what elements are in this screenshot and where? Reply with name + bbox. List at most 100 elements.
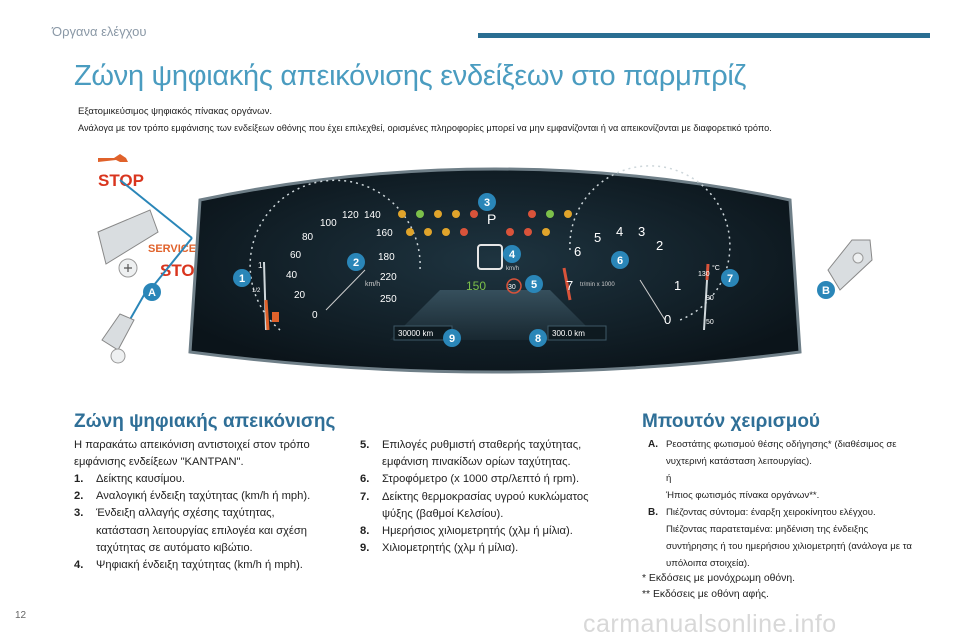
callout-marker [233, 269, 251, 287]
digital-speed-value: 150 [466, 279, 486, 293]
text-b2: Πιέζοντας παρατεταμένα: μηδένιση της ένδ… [666, 524, 912, 569]
page-title: Ζώνη ψηφιακής απεικόνισης ενδείξεων στο … [74, 60, 747, 92]
list-item: 5.Επιλογές ρυθμιστή σταθερής ταχύτητας, … [360, 439, 582, 469]
left-list: 1.Δείκτης καυσίμου. 2.Αναλογική ένδειξη … [74, 471, 330, 574]
list-item: 3.Ένδειξη αλλαγής σχέσης ταχύτητας, κατά… [74, 507, 308, 554]
speed-tick-label: 180 [378, 252, 395, 263]
odometer-total: 30000 km [398, 329, 433, 338]
middle-list: 5.Επιλογές ρυθμιστή σταθερής ταχύτητας, … [360, 437, 615, 557]
callout-label: 2 [353, 257, 359, 269]
text-b1: Πιέζοντας σύντομα: έναρξη χειροκίνητου ε… [666, 507, 876, 518]
callout-label: B [822, 285, 830, 297]
left-lead: Η παρακάτω απεικόνιση αντιστοιχεί στον τ… [74, 439, 310, 468]
text-a: Ρεοστάτης φωτισμού θέσης οδήγησης* (διαθ… [666, 439, 897, 467]
wrench-icon [98, 154, 128, 162]
speed-limit-value: 30 [508, 284, 516, 291]
intro-line-2: Ανάλογα με τον τρόπο εμφάνισης των ενδεί… [78, 123, 772, 133]
callout-marker [143, 283, 161, 301]
rpm-tick-label: 3 [638, 224, 645, 239]
temp-tick-label: 50 [706, 319, 714, 326]
odometer-trip: 300.0 km [552, 329, 585, 338]
speed-tick-label: 20 [294, 290, 306, 301]
header-section: Όργανα ελέγχου [52, 24, 147, 39]
text-a2: Ήπιος φωτισμός πίνακα οργάνων**. [666, 490, 820, 501]
callout-label: 4 [509, 249, 516, 261]
callout-label: 1 [239, 273, 245, 285]
rpm-tick-label: 6 [574, 244, 581, 259]
buttons-list: A. Ρεοστάτης φωτισμού θέσης οδήγησης* (δι… [648, 436, 918, 572]
rpm-unit-label: tr/min x 1000 [580, 282, 615, 288]
footnote-1: * Εκδόσεις με μονόχρωμη οθόνη. [642, 573, 796, 584]
callout-label: 3 [484, 197, 490, 209]
list-item: 1.Δείκτης καυσίμου. [74, 473, 186, 485]
page-number: 12 [15, 610, 27, 621]
temp-unit: °C [712, 264, 720, 272]
list-item: 6.Στροφόμετρο (x 1000 στρ/λεπτό ή rpm). [360, 473, 580, 486]
fuel-pump-icon [272, 312, 279, 322]
list-item: 4.Ψηφιακή ένδειξη ταχύτητας (km/h ή mph)… [74, 559, 303, 572]
text-or: ή [666, 473, 672, 484]
speed-tick-label: 100 [320, 218, 337, 229]
rpm-tick-label: 1 [674, 278, 681, 293]
stalk-bottom-left [101, 313, 135, 364]
speed-tick-label: 40 [286, 270, 298, 281]
callout-label: 8 [535, 333, 541, 345]
speed-tick-label: 0 [312, 310, 318, 321]
callout-marker [525, 275, 543, 293]
callout-marker [347, 253, 365, 271]
rpm-tick-label: 7 [566, 278, 573, 293]
callout-marker [817, 281, 835, 299]
callout-label: 5 [531, 279, 537, 291]
temp-tick-label: 130 [698, 271, 710, 278]
list-item: 9.Χιλιομετρητής (χλμ ή μίλια). [360, 542, 519, 555]
gear-indicator: P [487, 211, 496, 227]
header-bar [478, 33, 930, 38]
speed-tick-label: 160 [376, 228, 393, 239]
stalk-left [97, 209, 159, 278]
list-item: 8.Ημερήσιος χιλιομετρητής (χλμ ή μίλια). [360, 525, 573, 538]
label-a: A. [648, 439, 658, 450]
speed-tick-label: 140 [364, 210, 381, 221]
rpm-tick-label: 5 [594, 230, 601, 245]
footnotes: * Εκδόσεις με μονόχρωμη οθόνη. ** Εκδόσε… [642, 571, 795, 603]
cluster-bezel [188, 167, 802, 374]
speed-tick-label: 80 [302, 232, 314, 243]
speed-tick-label: 250 [380, 294, 397, 305]
fuel-gauge: 1 1/2 [252, 261, 279, 331]
stalk-right [827, 239, 873, 291]
callout-label: 9 [449, 333, 455, 345]
right-heading: Μπουτόν χειρισμού [642, 411, 820, 432]
callout-label: 7 [727, 273, 733, 285]
service-label: SERVICE [148, 243, 196, 255]
callout-marker [721, 269, 739, 287]
intro: Εξατομικεύσιμος ψηφιακός πίνακας οργάνων… [78, 103, 772, 137]
intro-line-1: Εξατομικεύσιμος ψηφιακός πίνακας οργάνων… [78, 106, 273, 117]
callout-label: A [148, 287, 156, 299]
callout-marker [478, 193, 496, 211]
left-heading: Ζώνη ψηφιακής απεικόνισης [74, 411, 336, 432]
warning-lights: P [398, 210, 572, 236]
watermark: carmanualsonline.info [583, 610, 837, 638]
fuel-tick-half: 1/2 [252, 288, 261, 294]
rpm-tick-label: 0 [664, 312, 671, 327]
speed-tick-label: 120 [342, 210, 359, 221]
list-item: 2.Αναλογική ένδειξη ταχύτητας (km/h ή mp… [74, 490, 311, 503]
callout-label: 6 [617, 255, 623, 267]
speed-unit-label: km/h [365, 281, 380, 288]
trip-box [547, 325, 607, 341]
footnote-2: ** Εκδόσεις με οθόνη αφής. [642, 589, 769, 600]
speed-tick-label: 220 [380, 272, 397, 283]
callout-marker [503, 245, 521, 263]
rpm-tick-label: 4 [616, 224, 623, 239]
label-b: B. [648, 507, 658, 518]
fuel-tick-full: 1 [258, 261, 263, 270]
speed-limit-sign [506, 278, 522, 294]
